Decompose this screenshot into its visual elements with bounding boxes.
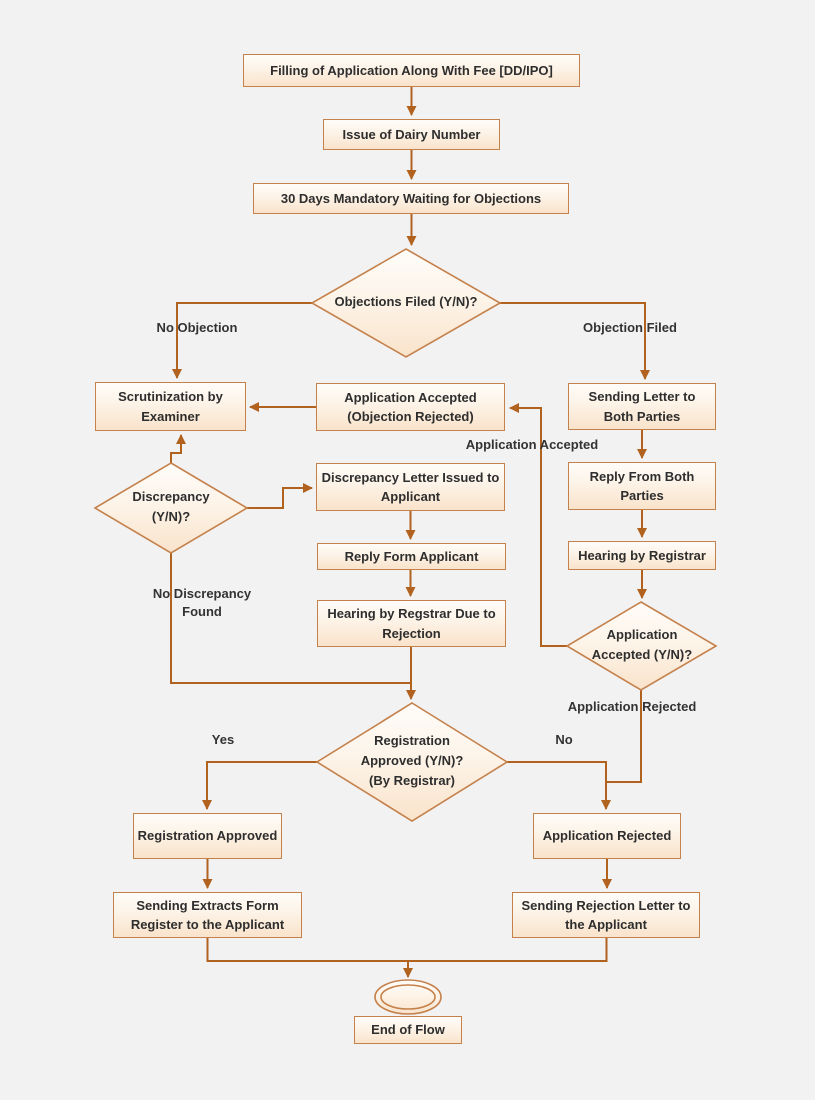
edge-no-discrepancy: [170, 553, 411, 684]
node-reply-form-applicant: Reply Form Applicant: [317, 543, 506, 570]
diamond-objections-filed: [310, 248, 502, 358]
edge-label-application-accepted: Application Accepted: [465, 436, 599, 452]
node-hearing-by-registrar: Hearing by Registrar: [568, 541, 716, 570]
label-application-accepted-decision: Application Accepted (Y/N)?: [591, 626, 693, 662]
node-issue-dairy-number: Issue of Dairy Number: [323, 119, 500, 150]
edge-registration-yes: [202, 761, 317, 810]
node-sending-rejection-letter: Sending Rejection Letter to the Applican…: [512, 892, 700, 938]
label-registration-approved-decision: Registration Approved (Y/N)? (By Registr…: [360, 732, 464, 789]
edge-application-rejected: [606, 690, 642, 783]
end-node-outer: [374, 979, 442, 1015]
node-mandatory-waiting: 30 Days Mandatory Waiting for Objections: [253, 183, 569, 214]
node-end-of-flow: End of Flow: [354, 1016, 462, 1044]
edge-label-no-discrepancy-found: No Discrepancy Found: [152, 585, 252, 619]
node-discrepancy-letter: Discrepancy Letter Issued to Applicant: [316, 463, 505, 511]
edge-registration-no: [507, 761, 611, 810]
label-objections-filed-decision: Objections Filed (Y/N)?: [334, 293, 478, 309]
node-application-accepted: Application Accepted (Objection Rejected…: [316, 383, 505, 431]
edge-label-yes: Yes: [211, 731, 235, 747]
edge-discrepancy-yes: [247, 483, 313, 509]
node-hearing-regstrar-rejection: Hearing by Regstrar Due to Rejection: [317, 600, 506, 647]
diamond-application-accepted: [565, 601, 718, 691]
node-application-rejected: Application Rejected: [533, 813, 681, 859]
edge-accepted-yes: [509, 403, 567, 647]
edge-label-no-objection: No Objection: [156, 319, 238, 335]
edge-label-objection-filed: Objection Filed: [583, 319, 677, 335]
label-discrepancy-decision: Discrepancy (Y/N)?: [132, 488, 210, 524]
edge-bottom-merge: [206, 938, 608, 962]
node-filling-application: Filling of Application Along With Fee [D…: [243, 54, 580, 87]
node-scrutinization-examiner: Scrutinization by Examiner: [95, 382, 246, 431]
diamond-discrepancy: [93, 462, 249, 554]
node-reply-from-both-parties: Reply From Both Parties: [568, 462, 716, 510]
node-registration-approved: Registration Approved: [133, 813, 282, 859]
node-sending-letter-both-parties: Sending Letter to Both Parties: [568, 383, 716, 430]
edge-discrepancy-up: [170, 434, 186, 463]
node-sending-extracts: Sending Extracts Form Register to the Ap…: [113, 892, 302, 938]
edge-objection-filed: [500, 302, 650, 380]
edge-label-application-rejected: Application Rejected: [567, 698, 697, 714]
diamond-registration-approved: [315, 702, 509, 822]
edge-label-no: No: [555, 731, 573, 747]
end-node-inner: [380, 984, 436, 1010]
edge-no-objection: [172, 302, 312, 379]
